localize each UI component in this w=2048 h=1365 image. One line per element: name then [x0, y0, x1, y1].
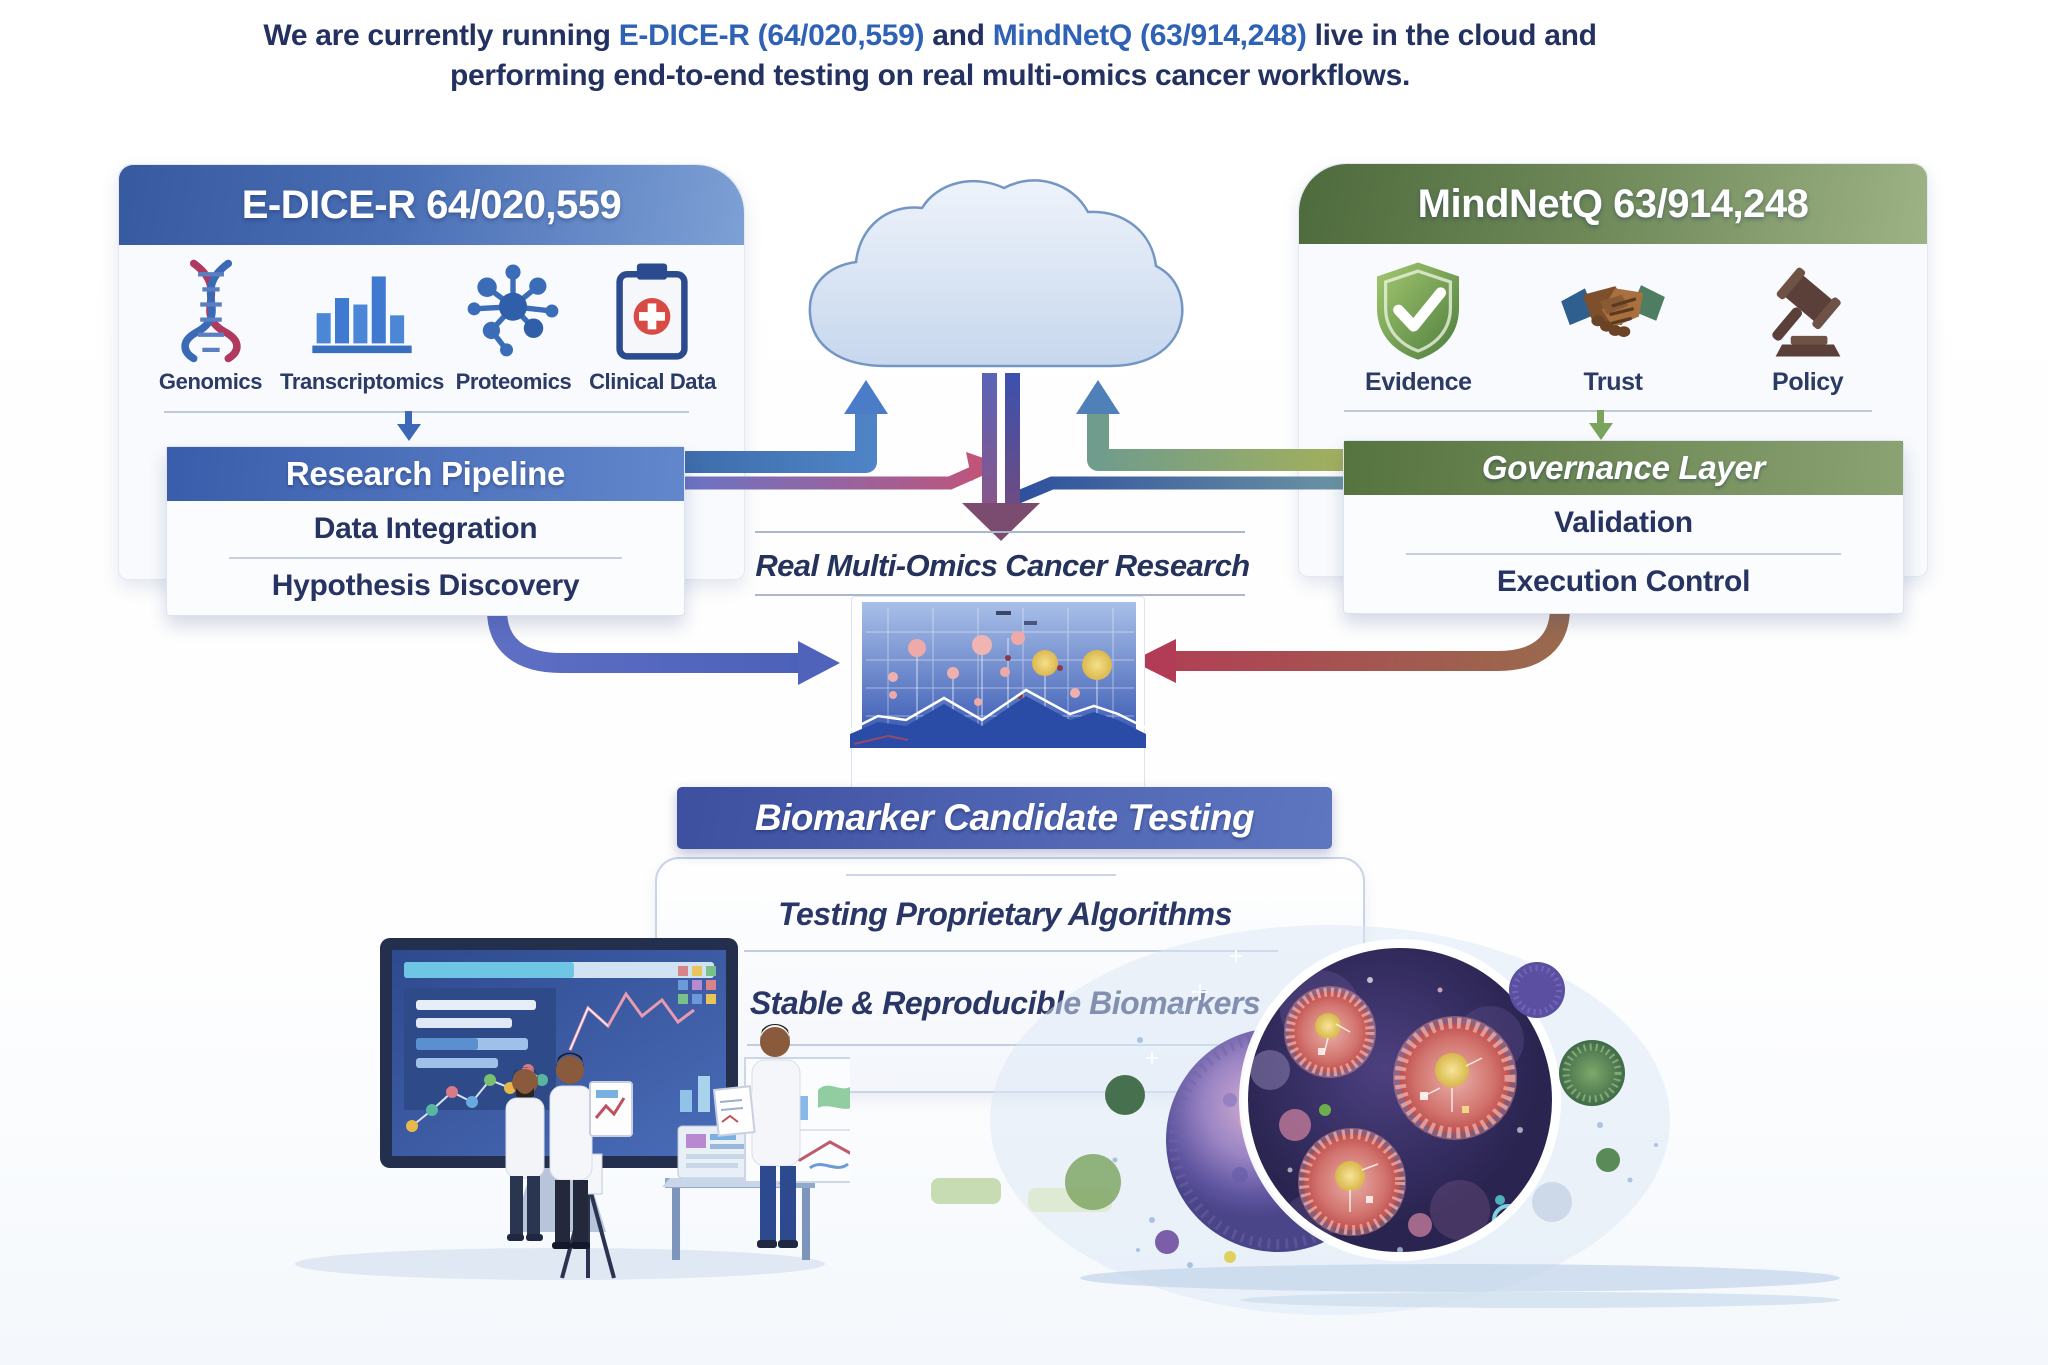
research-pipeline-title: Research Pipeline [285, 455, 566, 492]
headline-suffix: live in the cloud and [1306, 19, 1597, 52]
scientist-figure [505, 1067, 545, 1241]
data-source-clinical: Clinical Data [583, 257, 722, 395]
scientist-figure [549, 1052, 633, 1249]
data-source-label: Proteomics [455, 369, 572, 394]
green-sphere-small [1596, 1148, 1620, 1172]
edice-separator [164, 411, 689, 413]
cloud-icon [805, 176, 1187, 371]
pipeline-row: Data Integration [313, 512, 538, 545]
governance-row: Execution Control [1496, 565, 1751, 598]
edice-card-title: E-DICE-R 64/020,559 [241, 182, 622, 227]
data-source-label: Clinical Data [589, 369, 716, 394]
data-source-proteomics: Proteomics [444, 257, 583, 395]
dashboard-monitor [380, 938, 738, 1232]
biomarker-divider [846, 874, 1116, 876]
center-title: Real Multi-Omics Cancer Research [755, 548, 1250, 583]
chart-card [589, 1081, 633, 1137]
data-source-genomics: Genomics [141, 257, 280, 395]
governance-row-divider [1406, 553, 1841, 555]
cancer-cell [1284, 986, 1376, 1078]
sparkle-icon [1146, 950, 1242, 1064]
shield-check-icon [1377, 262, 1460, 360]
data-source-transcriptomics: Transcriptomics [280, 257, 444, 395]
principle-trust: Trust [1516, 256, 1711, 397]
green-blob [1105, 1075, 1145, 1115]
yellow-dot [1224, 1251, 1236, 1263]
headline-system2: MindNetQ (63/914,248) [992, 19, 1307, 52]
headline-prefix: We are currently running [263, 19, 619, 52]
data-source-label: Genomics [158, 369, 263, 394]
clipboard-medical-icon [616, 263, 689, 360]
gavel-icon [1771, 267, 1841, 357]
research-pipeline-header: Research Pipeline [167, 447, 684, 501]
cancer-cell [1393, 1016, 1517, 1140]
headline-mid: and [924, 19, 993, 52]
governance-layer-header: Governance Layer [1344, 441, 1903, 495]
principle-label: Trust [1583, 368, 1643, 396]
biomarker-row: Testing Proprietary Algorithms [778, 896, 1232, 932]
handshake-icon [1561, 285, 1665, 337]
omics-analysis-chart [849, 602, 1147, 748]
biomarker-title: Biomarker Candidate Testing [754, 797, 1255, 838]
cancer-cells-illustration [931, 925, 1840, 1315]
center-rule-bottom [755, 594, 1245, 596]
principle-label: Policy [1772, 368, 1844, 396]
mindnetq-to-center-band [1013, 476, 1343, 504]
cancer-cell [1298, 1128, 1406, 1236]
bar-chart-icon [312, 276, 412, 354]
green-sphere [1559, 1040, 1625, 1106]
mindnetq-card-header: MindNetQ 63/914,248 [1299, 164, 1927, 244]
edice-data-sources: Genomics Transcriptomics [141, 257, 722, 395]
headline-line2: performing end-to-end testing on real mu… [449, 59, 1411, 92]
pipeline-row-divider [229, 557, 622, 559]
research-pipeline-box: Research Pipeline Data Integration Hypot… [166, 446, 685, 616]
governance-row: Validation [1554, 506, 1693, 539]
scientists-dashboard-illustration [295, 938, 850, 1280]
papers [712, 1085, 756, 1137]
mindnetq-principles: Evidence Trust [1321, 256, 1905, 397]
green-bar-accent [931, 1178, 1001, 1204]
mindnetq-separator [1344, 410, 1872, 412]
pipeline-to-chart-arrow [487, 609, 840, 685]
biomarker-header: Biomarker Candidate Testing [677, 787, 1332, 849]
governance-layer-title: Governance Layer [1481, 449, 1766, 486]
specks [1112, 1007, 1658, 1268]
headline: We are currently running E-DICE-R (64/02… [0, 16, 1860, 96]
headline-system1: E-DICE-R (64/020,559) [618, 19, 925, 52]
green-circle-accent [1065, 1154, 1121, 1210]
governance-layer-box: Governance Layer Validation Execution Co… [1343, 440, 1904, 614]
principle-label: Evidence [1365, 368, 1472, 396]
data-source-label: Transcriptomics [280, 369, 444, 394]
cloud-to-research-arrow [962, 373, 1040, 541]
biomarker-divider [747, 1044, 1277, 1046]
microscopy-lens [1239, 939, 1561, 1261]
pipeline-row: Hypothesis Discovery [271, 569, 580, 602]
center-rule-top [755, 531, 1245, 533]
molecule-icon [468, 264, 559, 357]
purple-dot [1155, 1230, 1179, 1254]
gray-sphere [1532, 1182, 1572, 1222]
principle-policy: Policy [1710, 256, 1905, 397]
scientist-figure [712, 1023, 801, 1248]
dna-icon [180, 259, 241, 363]
governance-to-chart-arrow [1132, 607, 1570, 683]
mindnetq-card-title: MindNetQ 63/914,248 [1417, 181, 1809, 226]
principle-evidence: Evidence [1321, 256, 1516, 397]
biomarker-divider [744, 950, 1278, 952]
edice-card-header: E-DICE-R 64/020,559 [119, 165, 744, 245]
